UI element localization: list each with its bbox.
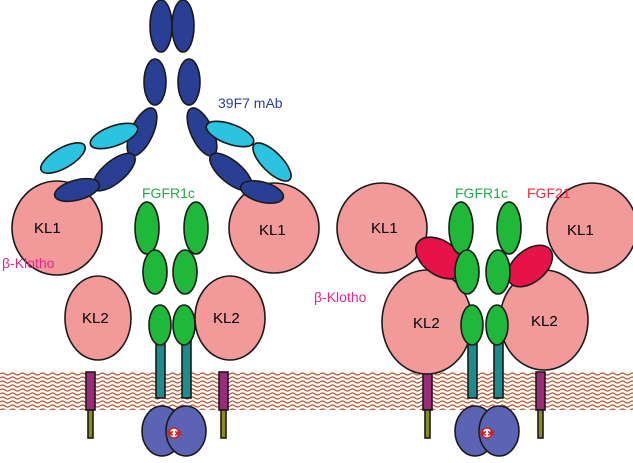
fgfr1c-r-chain-1 [448, 201, 484, 346]
phospho-site [168, 427, 180, 439]
kl1-right-label: KL1 [259, 222, 286, 239]
phospho-site-r [481, 427, 493, 439]
fgfr-r-tm-2 [493, 337, 504, 399]
kl2-r-right-label: KL2 [531, 313, 558, 330]
kl2-right-label: KL2 [213, 310, 240, 327]
fgfr-tm-2 [181, 337, 192, 399]
klotho-r-right-stalk [537, 409, 544, 439]
fgfr1c-right-label: FGFR1c [455, 185, 508, 201]
kl1-r-left [336, 182, 428, 274]
phospho-star-r: ✱✱ [479, 429, 496, 440]
klotho-left-label: β-Klotho [2, 255, 55, 271]
right-complex: ✱✱ KL1 KL2 KL1 KL2 FGFR1c FGF21 β-Klotho [314, 182, 633, 457]
left-complex: ✱✱ [2, 0, 320, 457]
fgfr1c-r-chain-2 [485, 201, 522, 346]
klotho-right-stalk [220, 409, 227, 439]
fgf21-label: FGF21 [527, 185, 571, 201]
kl1-r-left-label: KL1 [371, 220, 398, 237]
fgfr1c-chain-1 [134, 201, 172, 346]
antibody-39f7 [39, 0, 292, 205]
fgfr-r-tm-1 [467, 337, 478, 399]
fgfr1c-left-label: FGFR1c [142, 185, 195, 201]
kl2-left [64, 275, 132, 361]
klotho-left-tm [85, 371, 96, 411]
phospho-star: ✱✱ [166, 429, 183, 440]
klotho-right-tm [218, 371, 229, 411]
kl1-r-right-label: KL1 [567, 222, 594, 239]
klotho-r-left-tm [422, 371, 433, 411]
kl1-left-label: KL1 [34, 220, 61, 237]
klotho-r-left-stalk [424, 409, 431, 439]
kl1-right [228, 182, 320, 274]
kinase-domain-2 [165, 405, 207, 457]
kl2-r-left-label: KL2 [413, 315, 440, 332]
klotho-right-label: β-Klotho [314, 289, 367, 305]
klotho-left-stalk [87, 409, 94, 439]
fgf21-right [506, 244, 554, 288]
antibody-label: 39F7 mAb [218, 95, 283, 111]
kl1-r-right [546, 182, 633, 274]
fgfr-tm-1 [155, 337, 166, 399]
klotho-r-right-tm [535, 371, 546, 411]
kinase-r-domain-2 [478, 405, 520, 457]
kl1-left [11, 180, 103, 276]
kl2-left-label: KL2 [82, 310, 109, 327]
fgfr1c-chain-2 [172, 201, 209, 346]
cell-membrane [0, 372, 633, 410]
